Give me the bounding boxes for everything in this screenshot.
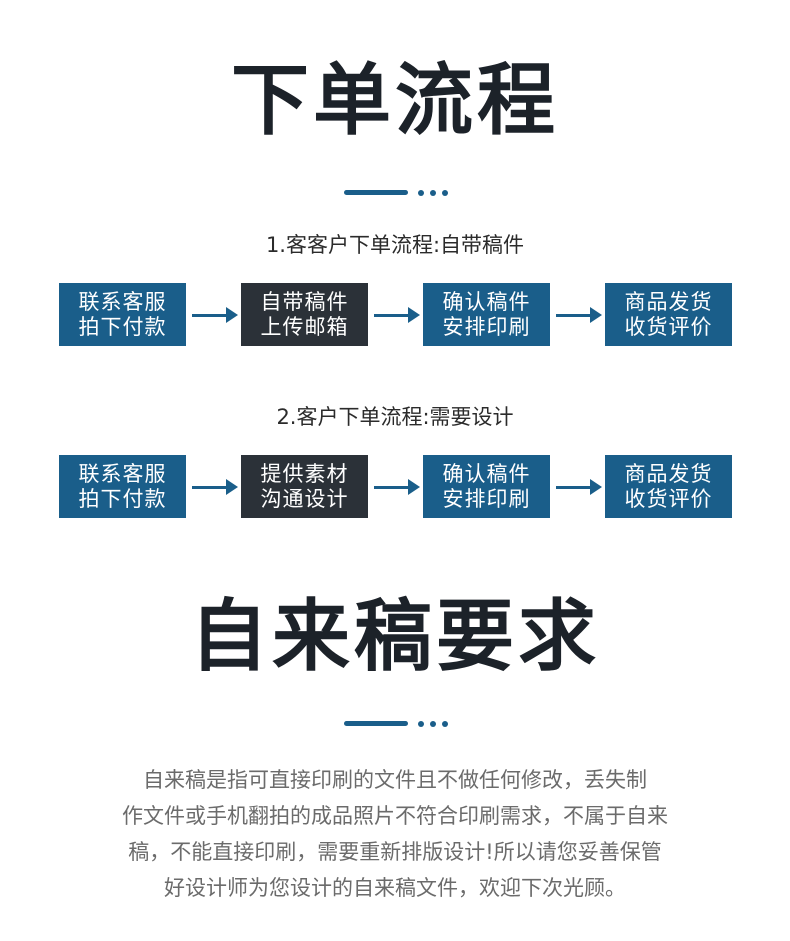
divider-dot	[430, 721, 436, 727]
step-line1: 联系客服	[78, 289, 167, 314]
paragraph-line: 稿，不能直接印刷，需要重新排版设计!所以请您妥善保管	[128, 840, 662, 864]
flow2-step-contact-service: 联系客服 拍下付款	[59, 455, 186, 518]
step-line2: 收货评价	[624, 486, 713, 511]
divider-dot	[442, 721, 448, 727]
step-line1: 自带稿件	[260, 289, 349, 314]
step-line1: 确认稿件	[442, 461, 531, 486]
flow1-step-confirm-print: 确认稿件 安排印刷	[423, 283, 550, 346]
flow1-step-ship-review: 商品发货 收货评价	[605, 283, 732, 346]
divider-dot	[418, 190, 424, 196]
flow1-title: 1.客客户下单流程:自带稿件	[265, 233, 525, 257]
right-arrow-icon	[556, 305, 602, 325]
step-line1: 提供素材	[260, 461, 349, 486]
flow2-step-provide-materials: 提供素材 沟通设计	[241, 455, 368, 518]
step-line2: 收货评价	[624, 314, 713, 339]
step-line2: 拍下付款	[78, 486, 167, 511]
divider-bar	[344, 721, 408, 726]
divider-dot	[418, 721, 424, 727]
step-line2: 安排印刷	[442, 486, 531, 511]
divider-bar	[344, 190, 408, 195]
flow1-step-contact-service: 联系客服 拍下付款	[59, 283, 186, 346]
right-arrow-icon	[192, 477, 238, 497]
right-arrow-icon	[374, 477, 420, 497]
step-line2: 沟通设计	[260, 486, 349, 511]
paragraph-line: 好设计师为您设计的自来稿文件，欢迎下次光顾。	[164, 876, 626, 900]
right-arrow-icon	[556, 477, 602, 497]
step-line1: 确认稿件	[442, 289, 531, 314]
own-file-requirements-heading: 自来稿要求	[189, 592, 600, 682]
flow2-title: 2.客户下单流程:需要设计	[276, 405, 514, 429]
section-divider	[344, 188, 454, 198]
divider-dot	[442, 190, 448, 196]
flow1-step-own-files: 自带稿件 上传邮箱	[241, 283, 368, 346]
step-line1: 商品发货	[624, 461, 713, 486]
paragraph-line: 作文件或手机翻拍的成品照片不符合印刷需求，不属于自来	[122, 804, 668, 828]
step-line2: 安排印刷	[442, 314, 531, 339]
section-divider	[344, 719, 454, 729]
divider-dot	[430, 190, 436, 196]
step-line2: 拍下付款	[78, 314, 167, 339]
step-line1: 联系客服	[78, 461, 167, 486]
order-process-heading: 下单流程	[230, 56, 559, 146]
flow2-step-confirm-print: 确认稿件 安排印刷	[423, 455, 550, 518]
right-arrow-icon	[374, 305, 420, 325]
requirements-paragraph: 自来稿是指可直接印刷的文件且不做任何修改，丢失制 作文件或手机翻拍的成品照片不符…	[60, 762, 730, 906]
step-line1: 商品发货	[624, 289, 713, 314]
right-arrow-icon	[192, 305, 238, 325]
step-line2: 上传邮箱	[260, 314, 349, 339]
flow2-step-ship-review: 商品发货 收货评价	[605, 455, 732, 518]
paragraph-line: 自来稿是指可直接印刷的文件且不做任何修改，丢失制	[143, 768, 647, 792]
